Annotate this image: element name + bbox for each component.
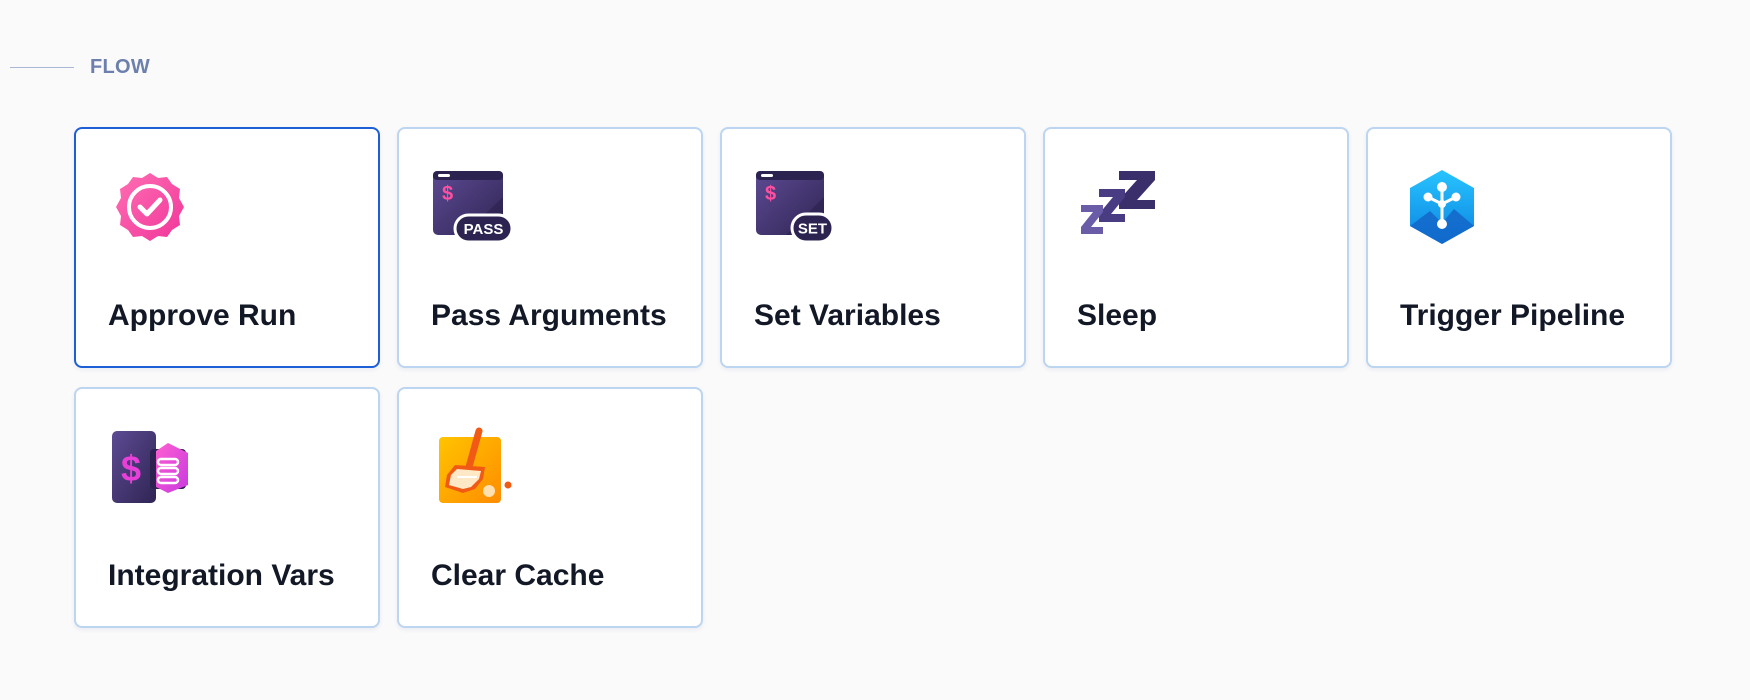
card-label: Sleep — [1077, 299, 1158, 332]
card-pass-arguments[interactable]: $ PASS Pass Arguments — [397, 127, 703, 368]
integration-vars-icon: $ — [110, 427, 190, 507]
card-label: Set Variables — [754, 299, 941, 332]
approve-check-icon — [110, 167, 190, 247]
section-divider-line — [10, 67, 74, 68]
sleep-zzz-icon — [1079, 167, 1159, 247]
card-set-variables[interactable]: $ SET Set Variables — [720, 127, 1026, 368]
card-label: Pass Arguments — [431, 299, 667, 332]
set-badge: SET — [798, 221, 827, 238]
card-label: Approve Run — [108, 299, 297, 332]
dollar-glyph: $ — [121, 448, 141, 489]
dollar-glyph: $ — [765, 183, 776, 205]
flow-card-grid: Approve Run $ PASS Pass Arguments — [74, 127, 1672, 628]
section-title: FLOW — [90, 56, 151, 78]
dollar-glyph: $ — [442, 183, 453, 205]
card-label: Integration Vars — [108, 559, 335, 592]
set-variables-icon: $ SET — [756, 167, 836, 247]
card-label: Trigger Pipeline — [1400, 299, 1626, 332]
pass-badge: PASS — [464, 221, 504, 238]
clear-cache-broom-icon — [433, 427, 513, 507]
card-approve-run[interactable]: Approve Run — [74, 127, 380, 368]
card-integration-vars[interactable]: $ Integration Vars — [74, 387, 380, 628]
card-sleep[interactable]: Sleep — [1043, 127, 1349, 368]
trigger-pipeline-icon — [1402, 167, 1482, 247]
pass-arguments-icon: $ PASS — [433, 167, 513, 247]
section-header: FLOW — [10, 56, 150, 79]
card-trigger-pipeline[interactable]: Trigger Pipeline — [1366, 127, 1672, 368]
card-clear-cache[interactable]: Clear Cache — [397, 387, 703, 628]
card-label: Clear Cache — [431, 559, 605, 592]
